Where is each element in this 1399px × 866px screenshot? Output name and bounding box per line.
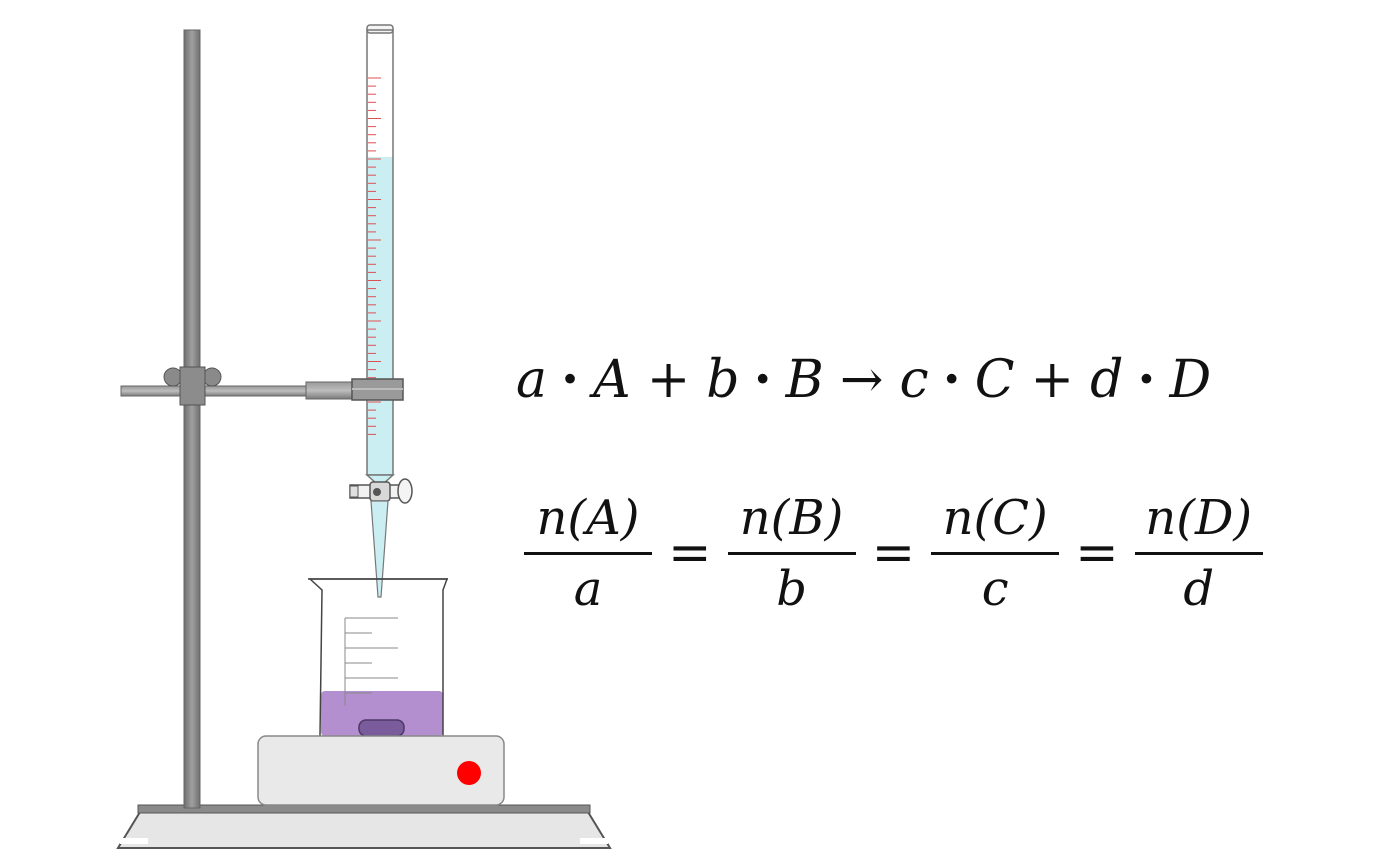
coef-c: c [899, 350, 929, 410]
equals-sign: = [1075, 523, 1119, 583]
numerator: n(A) [536, 489, 640, 546]
numerator: n(B) [739, 489, 844, 546]
fraction-bar [727, 551, 856, 555]
fraction-bar [524, 551, 652, 555]
burette-graduation-marks [368, 77, 381, 435]
dot-operator: · [1137, 349, 1156, 410]
numerator: n(C) [942, 489, 1048, 546]
coef-b: b [706, 350, 740, 410]
fraction-bar [1134, 551, 1263, 555]
burette-icon [349, 24, 413, 598]
numerator: n(D) [1145, 489, 1253, 546]
stir-bar-icon [358, 719, 405, 737]
stand-base [116, 804, 612, 849]
stopcock-icon [349, 478, 413, 504]
species-a: A [593, 350, 631, 410]
denominator: d [1183, 560, 1215, 617]
magnetic-stirrer-icon [257, 735, 505, 806]
clamp-arm [120, 366, 362, 406]
plus-operator: + [1030, 350, 1075, 410]
species-b: B [785, 350, 824, 410]
fraction-c: n(C) c [931, 488, 1060, 619]
plus-operator: + [646, 350, 691, 410]
equals-sign: = [668, 523, 712, 583]
fraction-d: n(D) d [1134, 488, 1263, 619]
titrant-liquid [367, 157, 393, 475]
denominator: a [573, 560, 603, 617]
species-d: D [1169, 350, 1212, 410]
fraction-b: n(B) b [727, 488, 856, 619]
dot-operator: · [561, 349, 580, 410]
denominator: c [981, 560, 1009, 617]
coef-a: a [516, 350, 548, 410]
equals-sign: = [871, 523, 916, 583]
fraction-a: n(A) a [524, 488, 652, 619]
dot-operator: · [753, 349, 772, 410]
beaker-graduation-marks [344, 617, 398, 706]
reaction-equation: a · A + b · B → c · C + d · D [516, 340, 1211, 420]
fraction-bar [931, 551, 1060, 555]
reaction-arrow: → [839, 350, 884, 410]
denominator: b [776, 560, 807, 617]
coef-d: d [1090, 350, 1124, 410]
indicator-light-icon [457, 761, 481, 785]
mole-ratio-equation: n(A) a = n(B) b = n(C) c = n(D) d [524, 478, 1263, 628]
beaker-icon [308, 578, 449, 738]
dot-operator: · [942, 349, 961, 410]
analyte-solution [321, 691, 443, 736]
stand-rod [183, 29, 201, 809]
species-c: C [974, 350, 1015, 410]
